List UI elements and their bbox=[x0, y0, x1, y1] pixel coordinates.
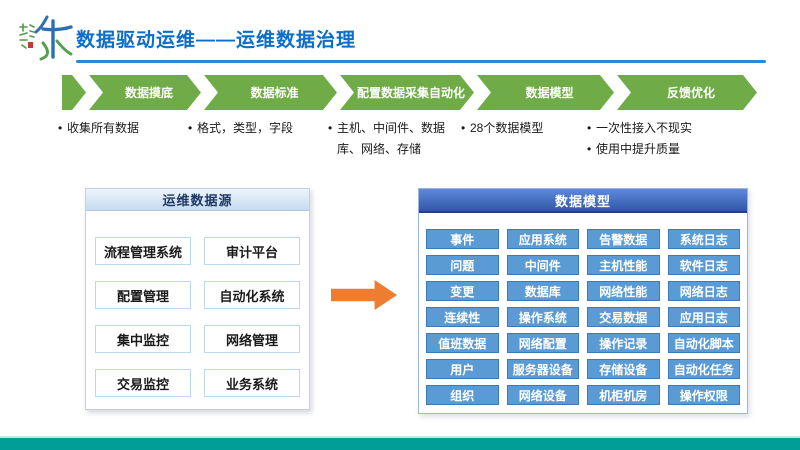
model-item: 网络设备 bbox=[506, 385, 579, 405]
model-item: 软件日志 bbox=[667, 255, 740, 275]
model-item: 应用系统 bbox=[506, 229, 579, 249]
bullet-item: 收集所有数据 bbox=[58, 118, 188, 139]
model-item: 中间件 bbox=[506, 255, 579, 275]
model-item: 服务器设备 bbox=[506, 359, 579, 379]
model-items: 事件应用系统告警数据系统日志问题中间件主机性能软件日志变更数据库网络性能网络日志… bbox=[419, 213, 747, 405]
model-item: 交易数据 bbox=[587, 307, 660, 327]
source-item: 流程管理系统 bbox=[95, 237, 191, 265]
source-items: 流程管理系统审计平台配置管理自动化系统集中监控网络管理交易监控业务系统 bbox=[86, 211, 309, 397]
source-item: 业务系统 bbox=[204, 369, 300, 397]
model-item: 主机性能 bbox=[587, 255, 660, 275]
source-item: 审计平台 bbox=[204, 237, 300, 265]
step-notes: 主机、中间件、数据库、网络、存储 bbox=[328, 118, 461, 160]
step-notes: 28个数据模型 bbox=[461, 118, 587, 160]
step-notes: 收集所有数据 bbox=[58, 118, 188, 160]
model-item: 存储设备 bbox=[587, 359, 660, 379]
model-item: 操作权限 bbox=[667, 385, 740, 405]
model-item: 告警数据 bbox=[587, 229, 660, 249]
process-step: 数据模型 bbox=[477, 75, 614, 110]
model-item: 问题 bbox=[426, 255, 499, 275]
model-item: 网络配置 bbox=[506, 333, 579, 353]
model-item: 自动化脚本 bbox=[667, 333, 740, 353]
model-item: 网络性能 bbox=[587, 281, 660, 301]
process-step: 配置数据采集自动化 bbox=[340, 75, 474, 110]
model-item: 自动化任务 bbox=[667, 359, 740, 379]
model-item: 值班数据 bbox=[426, 333, 499, 353]
model-item: 操作系统 bbox=[506, 307, 579, 327]
source-item: 配置管理 bbox=[95, 281, 191, 309]
model-item: 组织 bbox=[426, 385, 499, 405]
footer-accent-line bbox=[0, 436, 800, 438]
model-item: 网络日志 bbox=[667, 281, 740, 301]
process-step: 数据标准 bbox=[204, 75, 337, 110]
model-item: 用户 bbox=[426, 359, 499, 379]
model-item: 数据库 bbox=[506, 281, 579, 301]
process-steps: 数据摸底数据标准配置数据采集自动化数据模型反馈优化 bbox=[62, 75, 754, 110]
flow-arrow-icon bbox=[331, 280, 397, 310]
chevron-start-icon bbox=[62, 75, 86, 110]
bullet-item: 一次性接入不现实 bbox=[587, 118, 757, 139]
footer-bar bbox=[0, 438, 800, 450]
title-underline bbox=[76, 60, 766, 63]
process-bullets: 收集所有数据 格式，类型，字段 主机、中间件、数据库、网络、存储 28个数据模型… bbox=[58, 118, 764, 160]
bullet-item: 格式，类型，字段 bbox=[188, 118, 328, 139]
step-notes: 一次性接入不现实使用中提升质量 bbox=[587, 118, 757, 160]
model-item: 事件 bbox=[426, 229, 499, 249]
brand-logo-icon bbox=[13, 9, 77, 67]
source-panel-title: 运维数据源 bbox=[86, 189, 309, 211]
model-item: 变更 bbox=[426, 281, 499, 301]
step-notes: 格式，类型，字段 bbox=[188, 118, 328, 160]
model-item: 机柜机房 bbox=[587, 385, 660, 405]
source-item: 网络管理 bbox=[204, 325, 300, 353]
model-item: 系统日志 bbox=[667, 229, 740, 249]
bullet-item: 使用中提升质量 bbox=[587, 139, 757, 160]
process-step: 数据摸底 bbox=[89, 75, 201, 110]
source-item: 自动化系统 bbox=[204, 281, 300, 309]
process-step: 反馈优化 bbox=[617, 75, 757, 110]
source-item: 交易监控 bbox=[95, 369, 191, 397]
bullet-item: 28个数据模型 bbox=[461, 118, 587, 139]
page-title: 数据驱动运维——运维数据治理 bbox=[76, 30, 357, 51]
model-item: 应用日志 bbox=[667, 307, 740, 327]
model-item: 连续性 bbox=[426, 307, 499, 327]
source-item: 集中监控 bbox=[95, 325, 191, 353]
model-item: 操作记录 bbox=[587, 333, 660, 353]
bullet-item: 主机、中间件、数据库、网络、存储 bbox=[328, 118, 453, 160]
model-panel: 数据模型 事件应用系统告警数据系统日志问题中间件主机性能软件日志变更数据库网络性… bbox=[418, 188, 748, 414]
source-panel: 运维数据源 流程管理系统审计平台配置管理自动化系统集中监控网络管理交易监控业务系… bbox=[85, 188, 310, 410]
model-panel-title: 数据模型 bbox=[419, 189, 747, 213]
